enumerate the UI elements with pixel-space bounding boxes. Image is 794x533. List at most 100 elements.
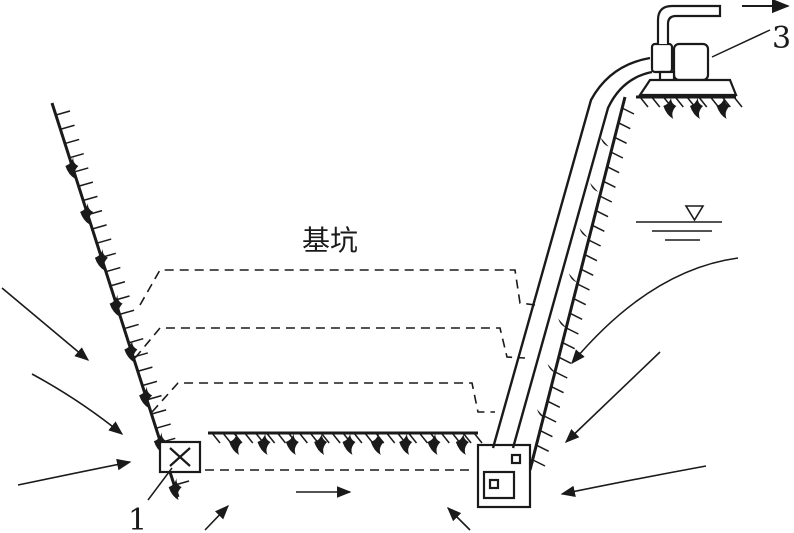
grass-hatch-icon xyxy=(579,228,588,238)
hatch-mark xyxy=(244,432,254,444)
hatch-mark xyxy=(595,209,609,218)
hatch-mark xyxy=(124,323,139,330)
hatch-mark xyxy=(78,181,94,187)
grass-hatch-icon xyxy=(314,433,328,455)
right-slope xyxy=(526,96,635,471)
hatch-mark xyxy=(651,96,661,108)
hatch-mark xyxy=(577,283,590,291)
hatch-mark xyxy=(603,180,616,189)
hatch-mark xyxy=(60,124,75,130)
grass-hatch-icon xyxy=(109,294,123,317)
grass-hatch-icon xyxy=(536,409,545,419)
grass-hatch-icon xyxy=(94,248,108,271)
hatch-mark xyxy=(129,337,144,344)
flow-arrow-icon xyxy=(1,287,90,361)
hatch-mark xyxy=(551,385,564,394)
stage-line-3 xyxy=(151,382,495,413)
hatch-mark xyxy=(353,432,363,444)
hatch-mark xyxy=(617,121,631,130)
hatch-mark xyxy=(147,394,162,401)
flow-arrow-icon xyxy=(571,257,739,365)
hatch-mark xyxy=(698,96,708,108)
hatch-mark xyxy=(709,96,720,108)
hatch-mark xyxy=(386,432,396,444)
hatch-mark xyxy=(276,432,287,444)
hatch-mark xyxy=(554,371,568,379)
hatch-mark xyxy=(407,432,418,444)
grass-hatch-icon xyxy=(590,182,599,192)
hatch-mark xyxy=(320,432,330,444)
hatch-mark xyxy=(265,432,276,444)
hatch-mark xyxy=(639,96,649,108)
flow-arrow-icon xyxy=(31,373,124,435)
grass-hatch-icon xyxy=(65,156,79,179)
hatch-mark xyxy=(588,239,601,247)
hatch-mark xyxy=(83,195,98,202)
grass-hatch-icon xyxy=(168,478,182,501)
grass-hatch-icon xyxy=(547,363,556,373)
hatch-mark xyxy=(151,409,167,415)
pit-bottom xyxy=(208,431,483,455)
hatch-mark xyxy=(610,151,624,159)
hatch-mark xyxy=(591,224,605,233)
grass-hatch-icon xyxy=(342,433,356,455)
grass-hatch-icon xyxy=(124,340,138,363)
hatch-mark xyxy=(92,224,107,230)
grass-hatch-icon xyxy=(600,137,609,147)
grass-hatch-icon xyxy=(663,97,677,119)
hatch-mark xyxy=(580,268,594,277)
hatch-mark xyxy=(584,253,598,262)
hatch-mark xyxy=(364,432,374,444)
hatch-mark xyxy=(621,107,635,115)
flow-arrow-icon xyxy=(560,465,707,498)
hatch-mark xyxy=(156,423,171,429)
callout-pump: 3 xyxy=(772,21,791,56)
hatch-mark xyxy=(298,432,308,444)
grass-hatch-icon xyxy=(370,433,384,455)
hatch-mark xyxy=(569,312,583,321)
grass-hatch-icon xyxy=(80,202,94,225)
hatch-mark xyxy=(558,356,572,365)
sump-leader-line xyxy=(147,467,173,501)
grass-hatch-icon xyxy=(139,386,153,409)
hatch-mark xyxy=(55,110,71,116)
hatch-mark xyxy=(566,327,579,335)
stage-line-2 xyxy=(134,327,526,359)
hatch-mark xyxy=(599,195,613,203)
hatch-mark xyxy=(562,341,576,350)
hatch-mark xyxy=(69,152,84,159)
hatch-mark xyxy=(573,297,587,306)
hatch-mark xyxy=(418,432,429,444)
hatch-mark xyxy=(106,266,121,273)
grass-hatch-icon xyxy=(229,433,243,455)
water-level-icon xyxy=(636,205,722,241)
hatch-mark xyxy=(222,432,232,444)
hatch-mark xyxy=(674,96,684,108)
grass-hatch-icon xyxy=(558,318,567,328)
pit-label: 基坑 xyxy=(302,224,358,257)
flow-arrow-icon xyxy=(204,504,229,531)
hatch-mark xyxy=(606,165,620,174)
hatch-mark xyxy=(119,309,135,315)
hatch-mark xyxy=(532,459,546,467)
hatch-mark xyxy=(142,380,158,387)
hatch-mark xyxy=(536,444,550,453)
suction-pipe xyxy=(491,56,653,449)
excavation-stage-lines xyxy=(134,269,536,471)
grass-hatch-icon xyxy=(285,433,299,455)
grass-hatch-icon xyxy=(427,433,441,455)
grass-hatch-icon xyxy=(399,433,413,455)
hatch-mark xyxy=(543,415,557,423)
grass-hatch-icon xyxy=(455,433,469,455)
grass-hatch-icon xyxy=(690,97,703,119)
flow-arrow-icon xyxy=(17,458,132,486)
callout-sump: 1 xyxy=(128,503,147,533)
hatch-mark xyxy=(138,366,153,372)
pump-leader-line xyxy=(711,29,771,58)
stage-line-1 xyxy=(139,269,536,306)
seepage-arrows xyxy=(1,257,739,531)
hatch-mark xyxy=(211,432,221,444)
hatch-mark xyxy=(733,96,743,108)
hatch-mark xyxy=(110,281,126,287)
